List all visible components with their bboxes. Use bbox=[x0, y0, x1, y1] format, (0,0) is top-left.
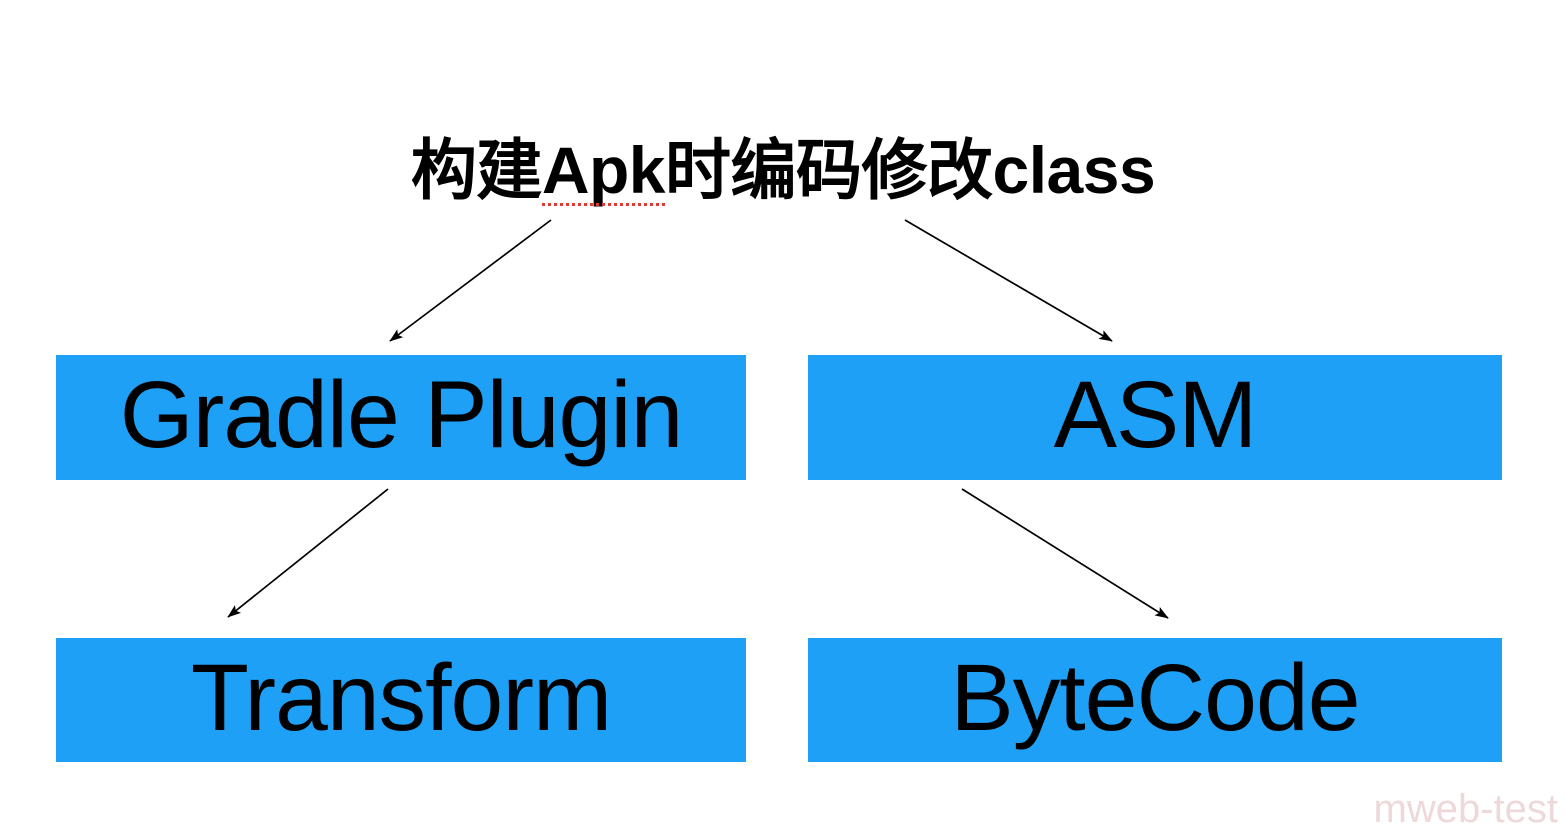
arrow-asm-to-bytecode bbox=[961, 488, 1169, 619]
arrow-title-to-asm bbox=[904, 219, 1113, 342]
node-gradle-plugin-label: Gradle Plugin bbox=[119, 362, 684, 468]
watermark: mweb-test bbox=[1373, 787, 1559, 831]
node-bytecode-label: ByteCode bbox=[950, 644, 1360, 751]
node-gradle-plugin[interactable]: Gradle Plugin bbox=[56, 355, 746, 480]
node-asm-label: ASM bbox=[1053, 362, 1258, 468]
node-transform-label: Transform bbox=[190, 644, 612, 751]
diagram-title: 构建Apk时编码修改class bbox=[0, 133, 1566, 207]
node-bytecode[interactable]: ByteCode bbox=[808, 638, 1502, 762]
node-transform[interactable]: Transform bbox=[56, 638, 746, 762]
title-segment-misspelled: Apk bbox=[541, 133, 666, 207]
node-asm[interactable]: ASM bbox=[808, 355, 1502, 480]
title-segment-after: 时编码修改class bbox=[665, 133, 1156, 207]
arrow-gradle-plugin-to-transform bbox=[227, 488, 389, 618]
title-segment-before: 构建 bbox=[410, 133, 543, 207]
arrow-title-to-gradle-plugin bbox=[389, 219, 552, 342]
